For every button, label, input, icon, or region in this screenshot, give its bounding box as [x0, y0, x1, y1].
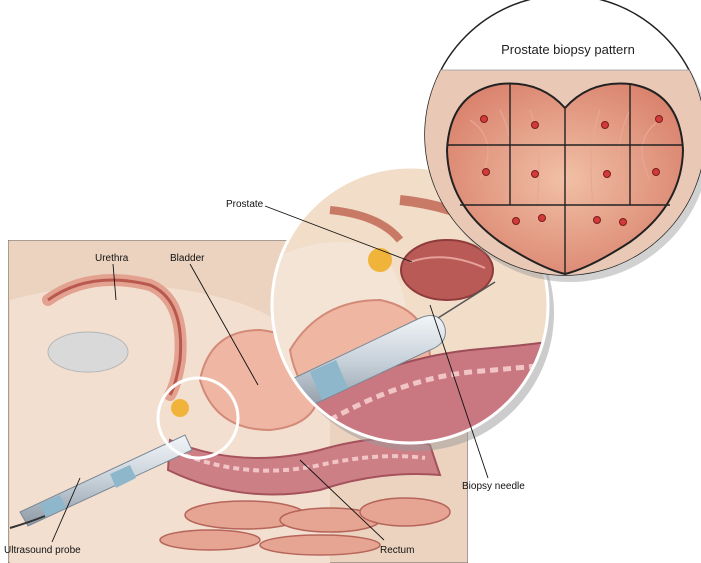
sample-point [602, 122, 609, 129]
label-biopsy-needle: Biopsy needle [462, 481, 525, 492]
label-ultrasound-probe: Ultrasound probe [4, 545, 81, 556]
sample-point [481, 116, 488, 123]
sample-point [656, 116, 663, 123]
pubic-bone [48, 332, 128, 372]
prostate-small [171, 399, 189, 417]
sample-point [513, 218, 520, 225]
sample-point [594, 217, 601, 224]
sample-point [620, 219, 627, 226]
label-rectum: Rectum [380, 545, 414, 556]
inset-title: Prostate biopsy pattern [478, 42, 658, 57]
prostate-zoom [401, 240, 493, 300]
sample-point [604, 171, 611, 178]
sample-point [539, 215, 546, 222]
label-urethra: Urethra [95, 253, 128, 264]
label-bladder: Bladder [170, 253, 204, 264]
sample-point [532, 171, 539, 178]
sample-point [483, 169, 490, 176]
sample-point [653, 169, 660, 176]
label-prostate: Prostate [226, 199, 263, 210]
sample-point [532, 122, 539, 129]
